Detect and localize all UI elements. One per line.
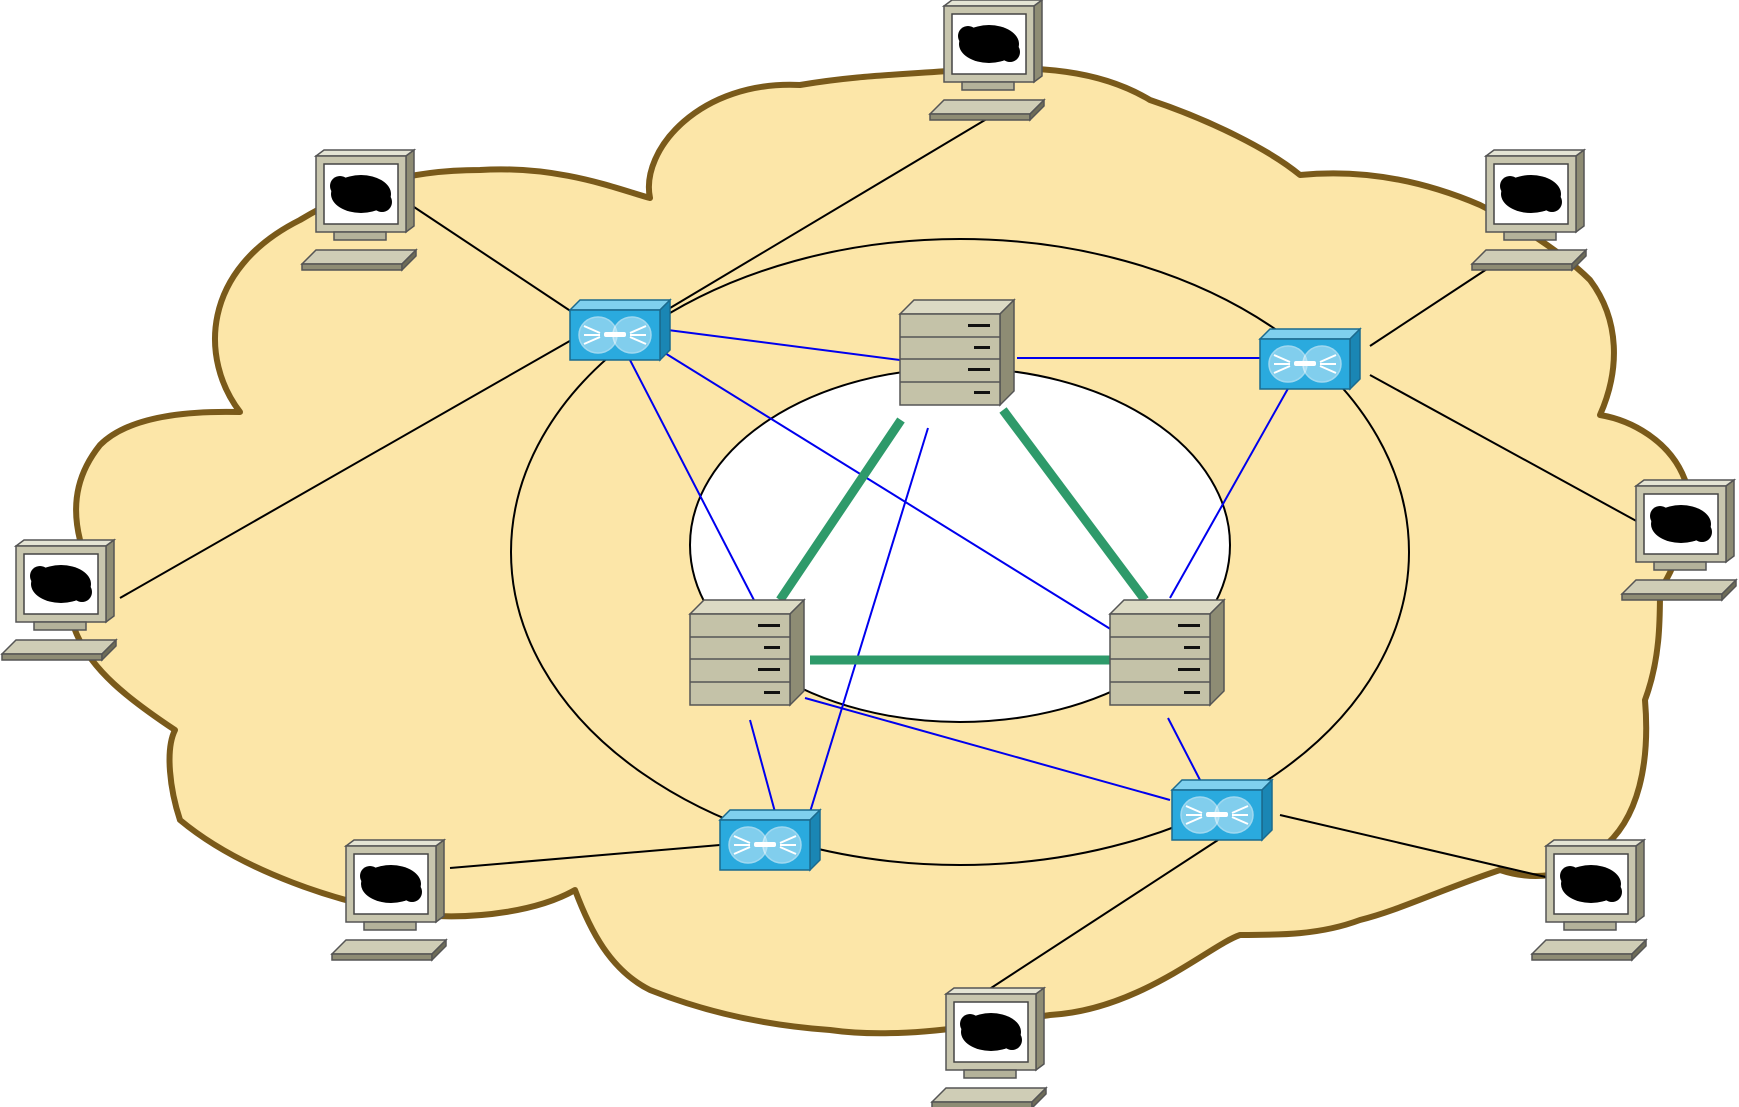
link-server-top-right [999,407,1149,603]
client-upper-right[interactable] [1471,149,1587,271]
router-top-right[interactable] [1259,328,1361,390]
client-left[interactable] [1,539,117,661]
link-rtr-server-right [1169,384,1291,599]
router-bottom-left[interactable] [719,809,821,871]
client-lower-right[interactable] [1531,839,1647,961]
link-server-top-left [776,417,905,603]
link-client-right [1369,374,1641,524]
server-links [776,407,1149,665]
server-right[interactable] [1109,599,1225,706]
link-client-upper-right [1369,266,1491,347]
client-links [119,116,1641,991]
link-rbl-server-left [749,719,776,813]
link-client-upper-left [413,206,576,315]
router-top-left[interactable] [569,299,671,361]
link-rbr-server-left [804,697,1171,801]
link-rbr-server-right [1167,717,1201,781]
client-right[interactable] [1621,479,1737,601]
server-left[interactable] [689,599,805,706]
link-client-lower-right [1279,814,1551,879]
link-rbl-server-top [809,427,929,813]
link-client-bottom [987,839,1219,991]
router-links [629,328,1291,813]
server-top[interactable] [899,299,1015,406]
outer-ring [510,238,1410,866]
client-bottom[interactable] [931,987,1047,1107]
client-lower-left[interactable] [331,839,447,961]
link-rtl-server-top [659,328,901,361]
link-client-top [659,116,991,315]
link-client-lower-left [449,844,721,869]
router-bottom-right[interactable] [1171,779,1273,841]
client-upper-left[interactable] [301,149,417,271]
client-top[interactable] [929,0,1045,121]
link-rtl-server-right [659,349,1113,631]
link-client-left [119,337,576,599]
link-rtl-server-left [629,359,757,605]
